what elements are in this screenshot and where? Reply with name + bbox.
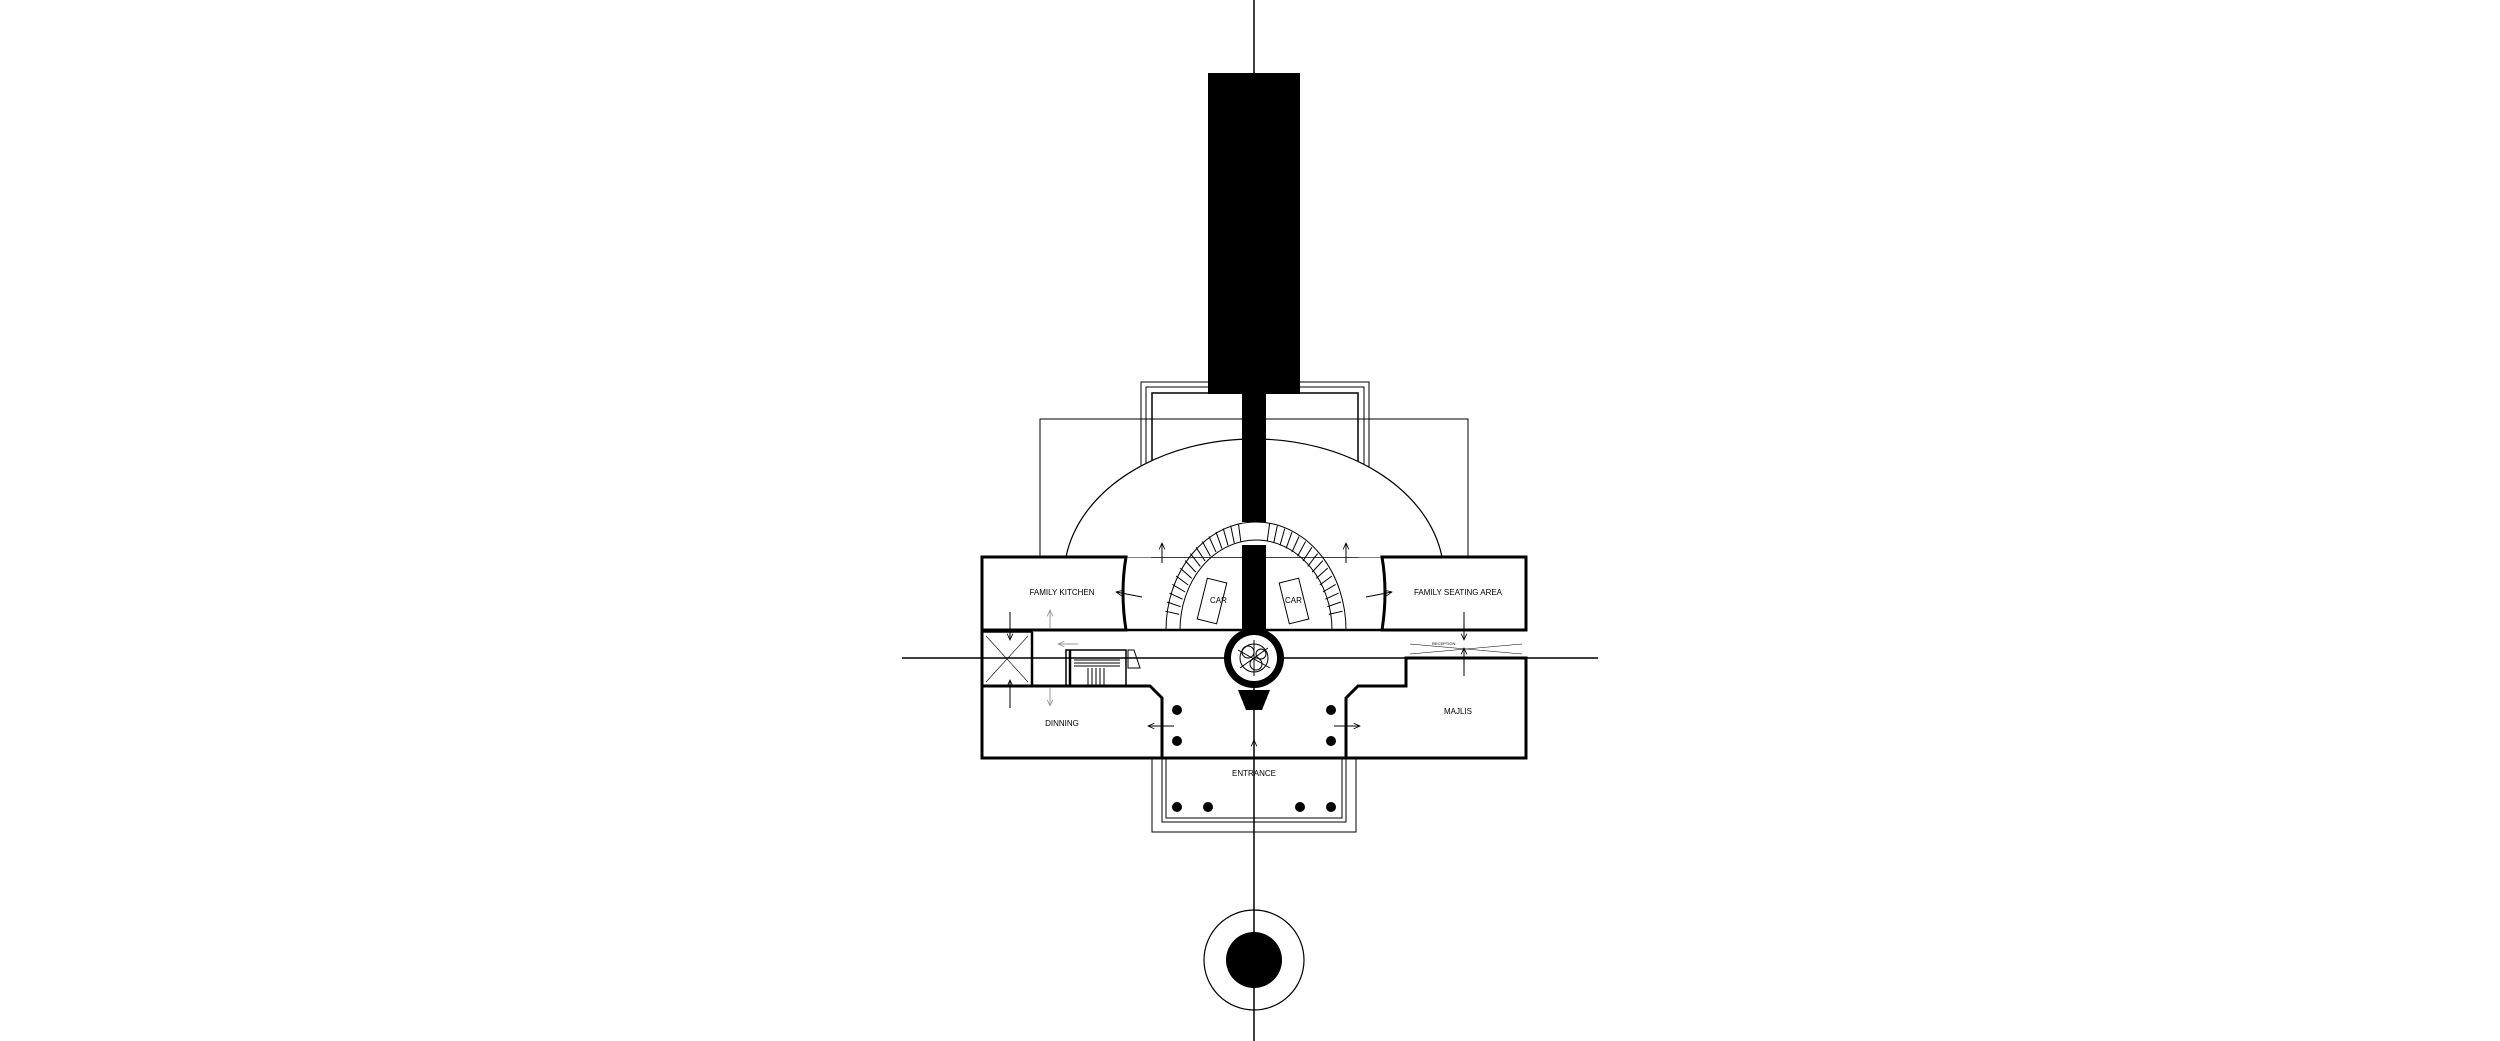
stair-tread (1230, 525, 1235, 544)
stair-tread (1266, 523, 1271, 542)
stair-tread (1172, 583, 1186, 593)
service-core-left (981, 631, 1034, 687)
car-slot-right (1278, 577, 1310, 625)
central-spine-upper (1242, 394, 1266, 522)
stair-tread (1307, 553, 1318, 567)
central-courtyard (1165, 521, 1347, 631)
central-spine-lower (1242, 545, 1266, 630)
stair-tread (1237, 523, 1242, 542)
stair-tread (1302, 547, 1313, 562)
circulation-arrows (1010, 543, 1464, 752)
stair-tread (1273, 525, 1278, 544)
stair-tread (1315, 567, 1329, 579)
majlis-label: MAJLIS (1444, 707, 1472, 716)
entrance-label: ENTRANCE (1232, 769, 1276, 778)
fountain-core (1226, 932, 1282, 988)
stair-tread (1195, 547, 1206, 562)
stair-tread (1190, 553, 1201, 567)
spiral-stair-treads (1165, 523, 1343, 615)
stair-tread (1165, 610, 1180, 615)
stair-tread (1297, 541, 1307, 557)
stair-tread (1325, 592, 1339, 600)
staircase-left (1065, 649, 1141, 687)
stair-tread (1166, 601, 1181, 608)
fountain-outer-ring (1203, 909, 1305, 1011)
stair-tread (1175, 575, 1189, 586)
dinning-label: DINNING (1045, 719, 1079, 728)
stair-tread (1201, 541, 1211, 557)
tower-block (1208, 73, 1300, 394)
stair-tread (1319, 575, 1333, 586)
spine-base (1238, 690, 1270, 710)
faint-arrows (1050, 610, 1078, 706)
stair-tread (1311, 560, 1324, 573)
stair-tread (1184, 560, 1197, 573)
car-left-label: CAR (1210, 596, 1227, 605)
stair-tread (1279, 528, 1286, 546)
stair-tread (1328, 610, 1343, 615)
columns (1172, 705, 1336, 812)
family-kitchen-label: FAMILY KITCHEN (1029, 588, 1094, 597)
svg-text:RECEPTION: RECEPTION (1432, 641, 1455, 646)
stair-tread (1215, 531, 1223, 549)
stair-tread (1179, 567, 1193, 579)
turntable-sculpture (1237, 640, 1271, 676)
service-zone-right (1409, 643, 1523, 655)
entrance-porch (1151, 757, 1357, 833)
stair-tread (1222, 528, 1229, 546)
stair-tread (1208, 536, 1217, 553)
stair-tread (1285, 531, 1293, 549)
stair-tread (1291, 536, 1300, 553)
family-seating-label: FAMILY SEATING AREA (1414, 588, 1503, 597)
stair-tread (1322, 583, 1336, 593)
car-right-label: CAR (1285, 596, 1302, 605)
stair-tread (1327, 601, 1342, 608)
stair-tread (1169, 592, 1183, 600)
car-slot-left (1196, 577, 1228, 625)
